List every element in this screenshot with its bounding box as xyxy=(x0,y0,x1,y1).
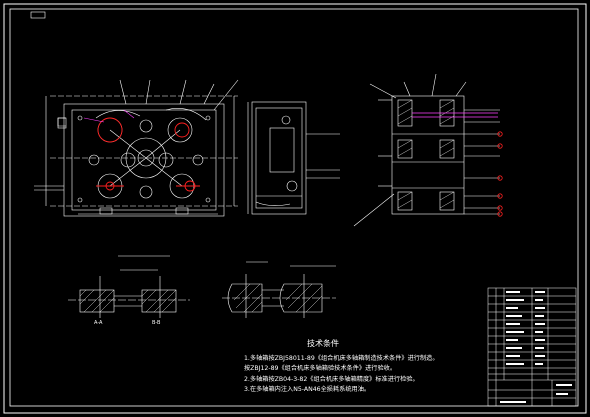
parts-list-table xyxy=(487,287,577,407)
section-detail-left-hatching xyxy=(79,289,177,313)
front-view-red-markers xyxy=(96,117,200,192)
right-section-magenta-shaft xyxy=(412,112,498,118)
section-label-a: A-A xyxy=(94,320,103,326)
section-detail-right xyxy=(222,261,336,318)
front-view-magenta-markers xyxy=(83,109,135,123)
right-section-view xyxy=(353,73,500,227)
tech-requirement-note: 3.在多轴箱内注入N5-AN46全损耗系统用油。 xyxy=(244,386,371,393)
tech-requirement-note: 2.多轴箱按ZB04-3-82《组合机床多轴箱精度》标准进行检验。 xyxy=(244,376,419,383)
front-view xyxy=(34,79,239,217)
section-detail-left xyxy=(68,255,190,318)
tech-requirements-title: 技术条件 xyxy=(307,339,339,348)
side-view xyxy=(247,101,340,215)
tech-requirement-note: 1.多轴箱按ZBJ58011-89《组合机床多轴箱制造技术条件》进行制造。 xyxy=(244,355,439,362)
section-detail-right-hatching xyxy=(233,283,323,313)
tech-requirement-note: 按ZBJ12-89《组合机床多轴箱验技术条件》进行验收。 xyxy=(244,365,397,372)
corner-marker xyxy=(30,11,46,19)
parts-list-entries xyxy=(500,291,572,403)
right-section-red-markers xyxy=(497,131,503,217)
drawing-frame xyxy=(3,3,587,414)
section-label-b: B-B xyxy=(152,320,161,326)
